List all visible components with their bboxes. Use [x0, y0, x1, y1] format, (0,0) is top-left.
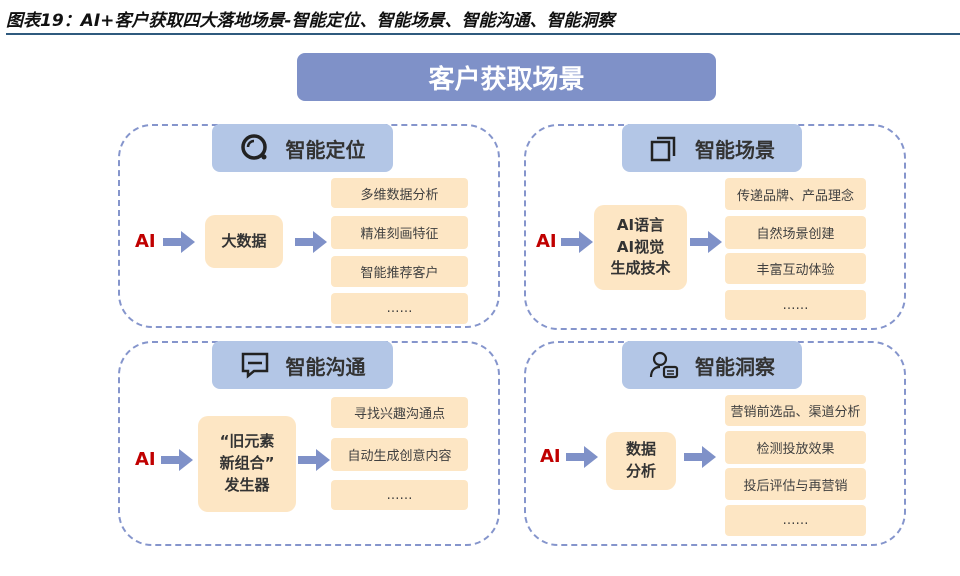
ai-label: AI	[536, 231, 557, 252]
outcome-item: 自动生成创意内容	[331, 438, 468, 471]
center-node: 大数据	[205, 215, 283, 268]
quadrant-header: 智能沟通	[212, 341, 393, 389]
layers-icon	[649, 133, 679, 163]
outcome-item: ……	[725, 290, 866, 320]
outcome-item: ……	[331, 480, 468, 510]
outcome-item: 传递品牌、产品理念	[725, 178, 866, 210]
quadrant-header: 智能场景	[622, 124, 802, 172]
center-node: “旧元素 新组合” 发生器	[198, 416, 296, 512]
outcome-item: 寻找兴趣沟通点	[331, 397, 468, 428]
arrow-right-icon	[298, 449, 330, 471]
arrow-right-icon	[295, 231, 327, 253]
outcome-item: 智能推荐客户	[331, 256, 468, 287]
arrow-right-icon	[566, 446, 598, 468]
magnifier-icon	[240, 133, 270, 163]
outcome-item: 营销前选品、渠道分析	[725, 395, 866, 426]
ai-label: AI	[135, 449, 156, 470]
quadrant-title: 智能沟通	[285, 354, 366, 379]
quadrant-header: 智能定位	[212, 124, 393, 172]
outcome-item: ……	[725, 505, 866, 536]
title-divider	[6, 33, 960, 35]
quadrant-title: 智能场景	[695, 137, 775, 162]
arrow-right-icon	[161, 449, 193, 471]
outcome-item: 多维数据分析	[331, 178, 468, 208]
center-node: 数据 分析	[606, 432, 676, 490]
outcome-item: 精准刻画特征	[331, 216, 468, 249]
arrow-right-icon	[684, 446, 716, 468]
quadrant-title: 智能洞察	[695, 354, 775, 379]
outcome-item: 投后评估与再营销	[725, 468, 866, 500]
arrow-right-icon	[690, 231, 722, 253]
arrow-right-icon	[163, 231, 195, 253]
outcome-item: 丰富互动体验	[725, 253, 866, 284]
quadrant-title: 智能定位	[285, 137, 366, 162]
outcome-item: ……	[331, 293, 468, 324]
outcome-item: 检测投放效果	[725, 431, 866, 464]
chat-icon	[240, 350, 270, 380]
user-card-icon	[649, 350, 679, 380]
ai-label: AI	[540, 446, 561, 467]
quadrant-header: 智能洞察	[622, 341, 802, 389]
arrow-right-icon	[561, 231, 593, 253]
main-label: 客户获取场景	[297, 53, 716, 101]
figure-title: 图表19：AI+客户获取四大落地场景-智能定位、智能场景、智能沟通、智能洞察	[6, 11, 615, 31]
outcome-item: 自然场景创建	[725, 216, 866, 249]
center-node: AI语言 AI视觉 生成技术	[594, 205, 687, 290]
ai-label: AI	[135, 231, 156, 252]
